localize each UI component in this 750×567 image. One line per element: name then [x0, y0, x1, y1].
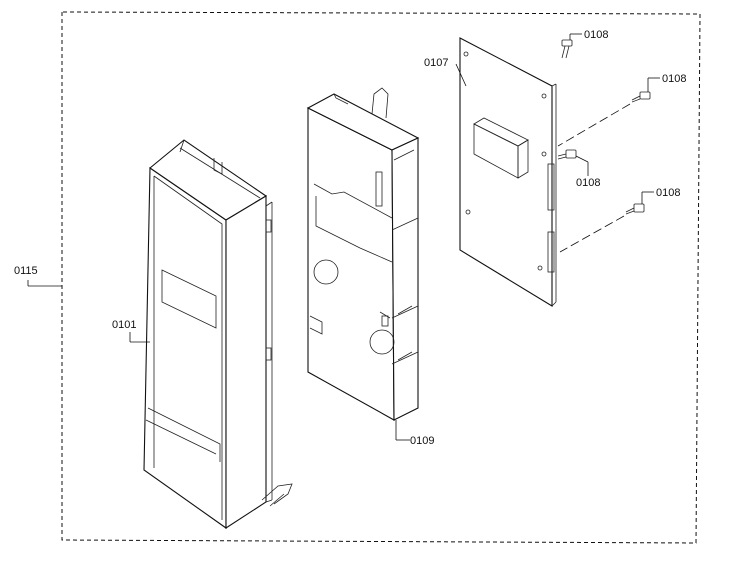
screw-icon: [631, 91, 651, 103]
label-front-panel: 0101: [112, 319, 136, 331]
label-bracket: 0109: [410, 435, 434, 447]
label-screw-4: 0108: [656, 187, 680, 199]
screw-icon: [561, 39, 573, 59]
label-screw-2: 0108: [662, 73, 686, 85]
frame-bracket-part: [306, 87, 420, 421]
screw-icon: [557, 149, 577, 160]
label-assembly: 0115: [14, 265, 38, 277]
screw-icon: [625, 203, 645, 215]
front-panel-part: [143, 139, 293, 530]
circuit-board-part: [459, 37, 557, 307]
leader-pcb: [455, 63, 467, 87]
label-screw-1: 0108: [584, 29, 608, 41]
label-pcb: 0107: [424, 57, 448, 69]
assembly-boundary: [27, 11, 701, 544]
label-screw-3: 0108: [576, 177, 600, 189]
